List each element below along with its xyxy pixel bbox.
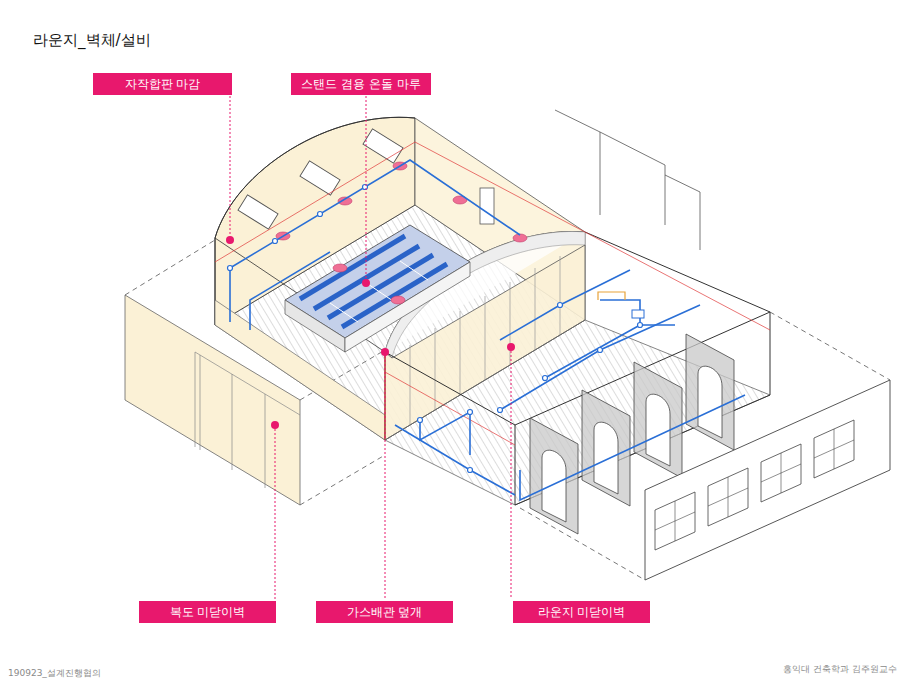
callout-box: 자작합판 마감	[93, 73, 232, 95]
callout-text: 자작합판 마감	[125, 78, 201, 90]
page-title: 라운지_벽체/설비	[33, 31, 151, 50]
callout-box: 라운지 미닫이벽	[513, 601, 650, 623]
callout-text: 가스배관 덮개	[347, 606, 423, 618]
callout-box: 복도 미닫이벽	[139, 601, 276, 623]
callout-text: 스탠드 겸용 온돌 마루	[301, 78, 420, 90]
footer-note: 홍익대 건축학과 김주원교수	[783, 663, 897, 676]
callout-box: 가스배관 덮개	[316, 601, 453, 623]
callout-text: 복도 미닫이벽	[170, 606, 246, 618]
callout-text: 라운지 미닫이벽	[538, 606, 626, 618]
callout-box: 스탠드 겸용 온돌 마루	[291, 73, 431, 95]
footer-note: 190923_설계진행협의	[8, 667, 101, 680]
